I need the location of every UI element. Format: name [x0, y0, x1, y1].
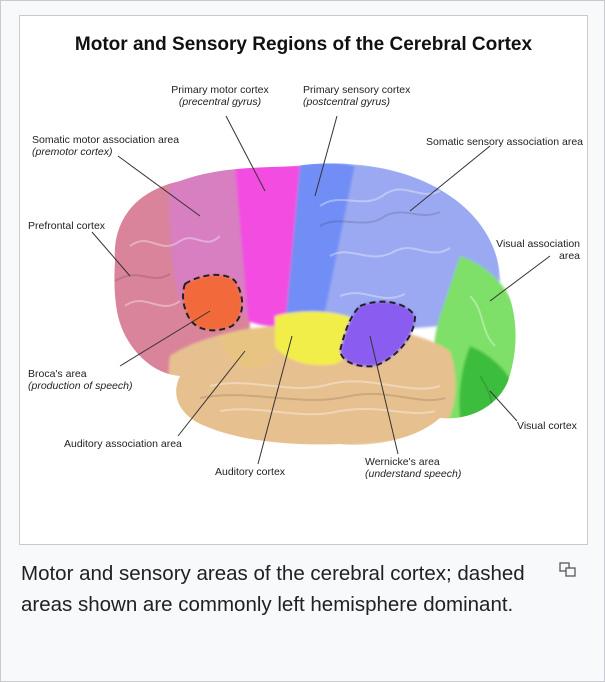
region-auditory: [275, 311, 362, 366]
label-somatic-motor-assoc-text: Somatic motor association area: [32, 134, 180, 146]
region-auditory-assoc: [220, 327, 282, 369]
region-wernicke: [340, 301, 415, 367]
region-sensory: [285, 163, 360, 336]
label-prefrontal: Prefrontal cortex: [28, 220, 106, 232]
label-broca-text: Broca's area: [28, 368, 87, 380]
label-primary-sensory-sub: (postcentral gyrus): [303, 96, 390, 108]
gyri-texture: [124, 188, 496, 416]
figure-caption: Motor and sensory areas of the cerebral …: [21, 562, 525, 616]
leader-lines: [91, 115, 551, 465]
label-visual-assoc-line2: area: [558, 250, 580, 262]
gyri-shadow: [114, 211, 493, 417]
label-somatic-sensory-assoc: Somatic sensory association area: [426, 136, 583, 148]
wernicke-dashed-outline: [338, 300, 417, 368]
region-motor: [235, 163, 305, 327]
label-somatic-motor-assoc: Somatic motor association area (premotor…: [32, 134, 179, 158]
magnify-icon[interactable]: [559, 562, 577, 578]
region-premotor: [169, 166, 260, 316]
label-broca: Broca's area (production of speech): [28, 368, 132, 392]
label-primary-motor-sub: (precentral gyrus): [178, 96, 262, 108]
diagram-image[interactable]: Motor and Sensory Regions of the Cerebra…: [19, 15, 588, 545]
broca-dashed-outline: [182, 273, 244, 332]
diagram-title: Motor and Sensory Regions of the Cerebra…: [74, 34, 533, 55]
region-broca: [183, 274, 243, 331]
label-primary-sensory-text: Primary sensory cortex: [303, 84, 411, 96]
label-visual-assoc: Visual association area: [460, 238, 580, 262]
label-primary-sensory: Primary sensory cortex (postcentral gyru…: [303, 84, 410, 108]
label-somatic-motor-assoc-sub: (premotor cortex): [32, 146, 113, 158]
label-broca-sub: (production of speech): [28, 380, 133, 392]
label-primary-motor-text: Primary motor cortex: [171, 84, 269, 96]
label-wernicke: Wernicke's area (understand speech): [365, 456, 461, 480]
brain-diagram: [91, 115, 551, 465]
label-wernicke-text: Wernicke's area: [365, 456, 440, 468]
label-visual: Visual cortex: [517, 420, 577, 432]
label-auditory: Auditory cortex: [215, 466, 286, 478]
brain-regions: [114, 163, 516, 445]
label-auditory-assoc: Auditory association area: [64, 438, 182, 450]
label-visual-assoc-line1: Visual association: [496, 238, 580, 250]
label-primary-motor: Primary motor cortex (precentral gyrus): [165, 84, 275, 108]
label-wernicke-sub: (understand speech): [365, 468, 462, 480]
